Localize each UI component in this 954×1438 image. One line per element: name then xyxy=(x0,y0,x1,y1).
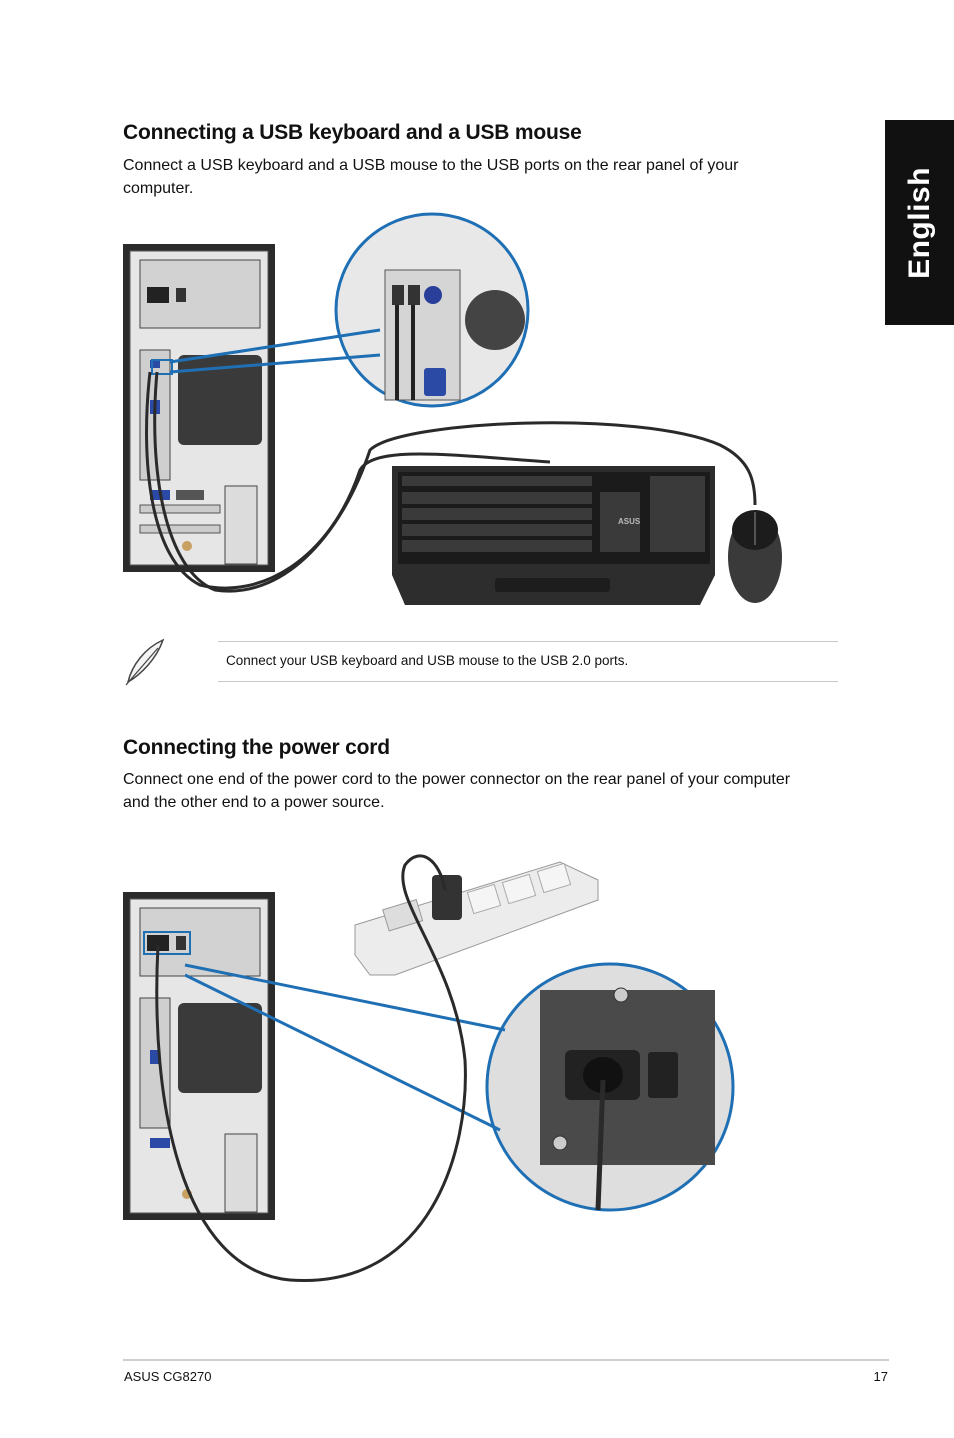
section2-title: Connecting the power cord xyxy=(123,736,390,759)
page-number: 17 xyxy=(873,1369,888,1384)
note-bottom-rule xyxy=(218,681,838,682)
usb-port-zoom xyxy=(334,212,530,408)
power-strip xyxy=(354,861,599,976)
computer-tower-rear xyxy=(123,244,275,572)
note-top-rule xyxy=(218,641,838,642)
footer-model: ASUS CG8270 xyxy=(124,1369,212,1384)
usb-keyboard: ASUS xyxy=(392,466,715,605)
keyboard-brand: ASUS xyxy=(618,517,641,526)
section1-title: Connecting a USB keyboard and a USB mous… xyxy=(123,121,582,144)
footer-rule xyxy=(123,1359,889,1361)
section1-body: Connect a USB keyboard and a USB mouse t… xyxy=(123,157,739,197)
computer-tower-rear-2 xyxy=(123,892,275,1220)
section2-body: Connect one end of the power cord to the… xyxy=(123,771,791,811)
power-connector-zoom xyxy=(485,962,735,1212)
language-tab: English xyxy=(885,120,954,325)
usb-mouse xyxy=(728,510,782,603)
usb-connection-illustration: ASUS xyxy=(123,212,782,605)
note-text: Connect your USB keyboard and USB mouse … xyxy=(226,653,629,668)
